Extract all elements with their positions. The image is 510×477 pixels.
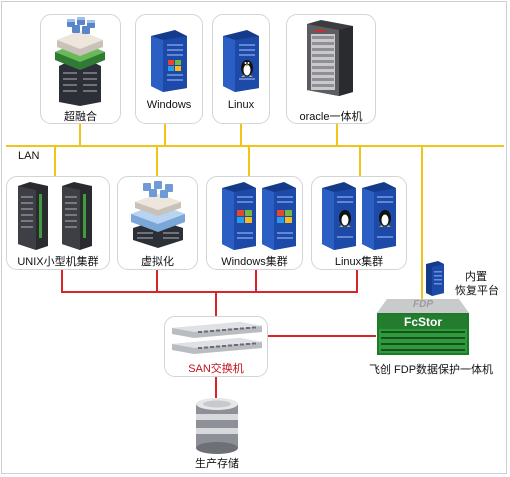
san-switch-icon (172, 322, 262, 354)
hyperconverged-label: 超融合 (64, 111, 97, 123)
storage-label: 生产存储 (195, 458, 239, 470)
windows-server-icon (151, 30, 187, 92)
fdp-appliance-icon (377, 299, 469, 355)
oracle-appliance-label: oracle一体机 (299, 111, 363, 123)
unix-cluster-label: UNIX小型机集群 (17, 256, 99, 268)
linux-server-label: Linux (227, 99, 255, 111)
linux-server-cluster-icon (322, 182, 396, 250)
fdp-appliance[interactable]: FDP FcStor (375, 297, 471, 357)
windows-server-label: Windows (146, 99, 192, 111)
virtualization-stack-icon (131, 181, 185, 248)
fdp-brand-logo: FcStor (403, 315, 442, 329)
fdp-appliance-label: 飞创 FDP数据保护一体机 (368, 364, 494, 376)
virtualization-label: 虚拟化 (141, 256, 174, 268)
recovery-platform-label-line1: 内置 (465, 271, 487, 283)
lan-label: LAN (18, 150, 40, 162)
windows-cluster-label: Windows集群 (221, 256, 288, 268)
windows-server-cluster-icon (222, 182, 296, 250)
linux-cluster-label: Linux集群 (334, 256, 384, 268)
oracle-appliance-rack-icon (307, 20, 353, 96)
unix-minicomputer-cluster-icon (18, 182, 92, 250)
fdp-top-mark: FDP (413, 299, 433, 310)
hyperconverged-stack-icon (55, 17, 105, 106)
recovery-platform-server-icon (426, 261, 444, 296)
linux-server-icon (223, 30, 259, 92)
recovery-platform-label-line2: 恢复平台 (455, 285, 499, 297)
san-switch-label: SAN交换机 (188, 363, 244, 375)
storage-cylinder-icon (196, 398, 238, 454)
